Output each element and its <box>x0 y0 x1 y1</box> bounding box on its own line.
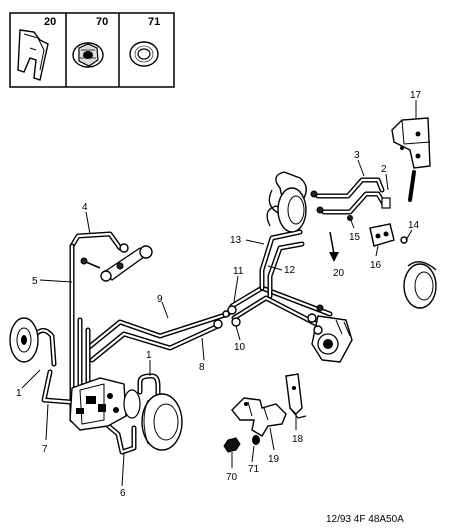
front-left-disc <box>9 317 39 363</box>
callout-17: 17 <box>410 90 422 101</box>
leader-lines <box>21 100 417 487</box>
washer-icon <box>129 41 159 67</box>
callout-4: 4 <box>82 202 88 213</box>
callout-71: 71 <box>248 464 260 475</box>
callout-6: 6 <box>120 488 126 499</box>
callout-5: 5 <box>32 276 38 287</box>
callout-7: 7 <box>42 444 48 455</box>
arrow-20 <box>329 231 339 262</box>
callout-19: 19 <box>268 454 280 465</box>
callout-1-right: 1 <box>146 350 152 361</box>
abs-modulator <box>69 377 127 431</box>
legend-number-70: 70 <box>96 16 108 28</box>
brake-pipe-7 <box>41 369 73 405</box>
bracket-19 <box>231 397 287 437</box>
flex-hose-left <box>33 328 57 367</box>
drawing-reference: 12/93 4F 48A50A <box>326 514 404 525</box>
rear-right-clip <box>403 261 437 309</box>
brake-union <box>80 243 153 282</box>
parts-legend: 20 70 71 <box>9 12 175 88</box>
nut-icon <box>72 42 104 68</box>
callout-18: 18 <box>292 434 304 445</box>
washer-71 <box>252 435 260 445</box>
bracket-strap <box>408 170 416 202</box>
callout-8: 8 <box>199 362 205 373</box>
callout-3: 3 <box>354 150 360 161</box>
callout-20: 20 <box>333 268 345 279</box>
callout-1-left: 1 <box>16 388 22 399</box>
bracket-18 <box>285 373 307 419</box>
callout-labels: 4 5 9 8 11 10 12 13 2 3 15 16 14 17 20 1… <box>16 90 422 499</box>
callout-9: 9 <box>157 294 163 305</box>
front-right-disc <box>123 389 183 451</box>
callout-12: 12 <box>284 265 296 276</box>
brake-compensator <box>307 304 353 363</box>
callout-14: 14 <box>408 220 420 231</box>
clip-icon <box>17 29 49 81</box>
junction-fittings <box>213 305 241 329</box>
brake-pipe-6 <box>103 421 137 455</box>
callout-11: 11 <box>233 266 244 277</box>
nut-70 <box>223 437 241 453</box>
callout-16: 16 <box>370 260 382 271</box>
legend-number-20: 20 <box>44 16 56 28</box>
callout-2: 2 <box>381 164 387 175</box>
callout-13: 13 <box>230 235 242 246</box>
bracket-17 <box>391 117 431 169</box>
fittings-upper-right <box>310 190 408 244</box>
flex-hose-right <box>137 373 161 415</box>
rear-hose-clips <box>266 171 307 233</box>
callout-15: 15 <box>349 232 361 243</box>
brake-pipe-9 <box>85 311 231 363</box>
brake-pipe-12 <box>229 229 333 331</box>
legend-number-71: 71 <box>148 16 160 28</box>
junction-block <box>369 223 395 247</box>
callout-10: 10 <box>234 342 246 353</box>
callout-70: 70 <box>226 472 238 483</box>
brake-pipe-3 <box>315 177 387 215</box>
